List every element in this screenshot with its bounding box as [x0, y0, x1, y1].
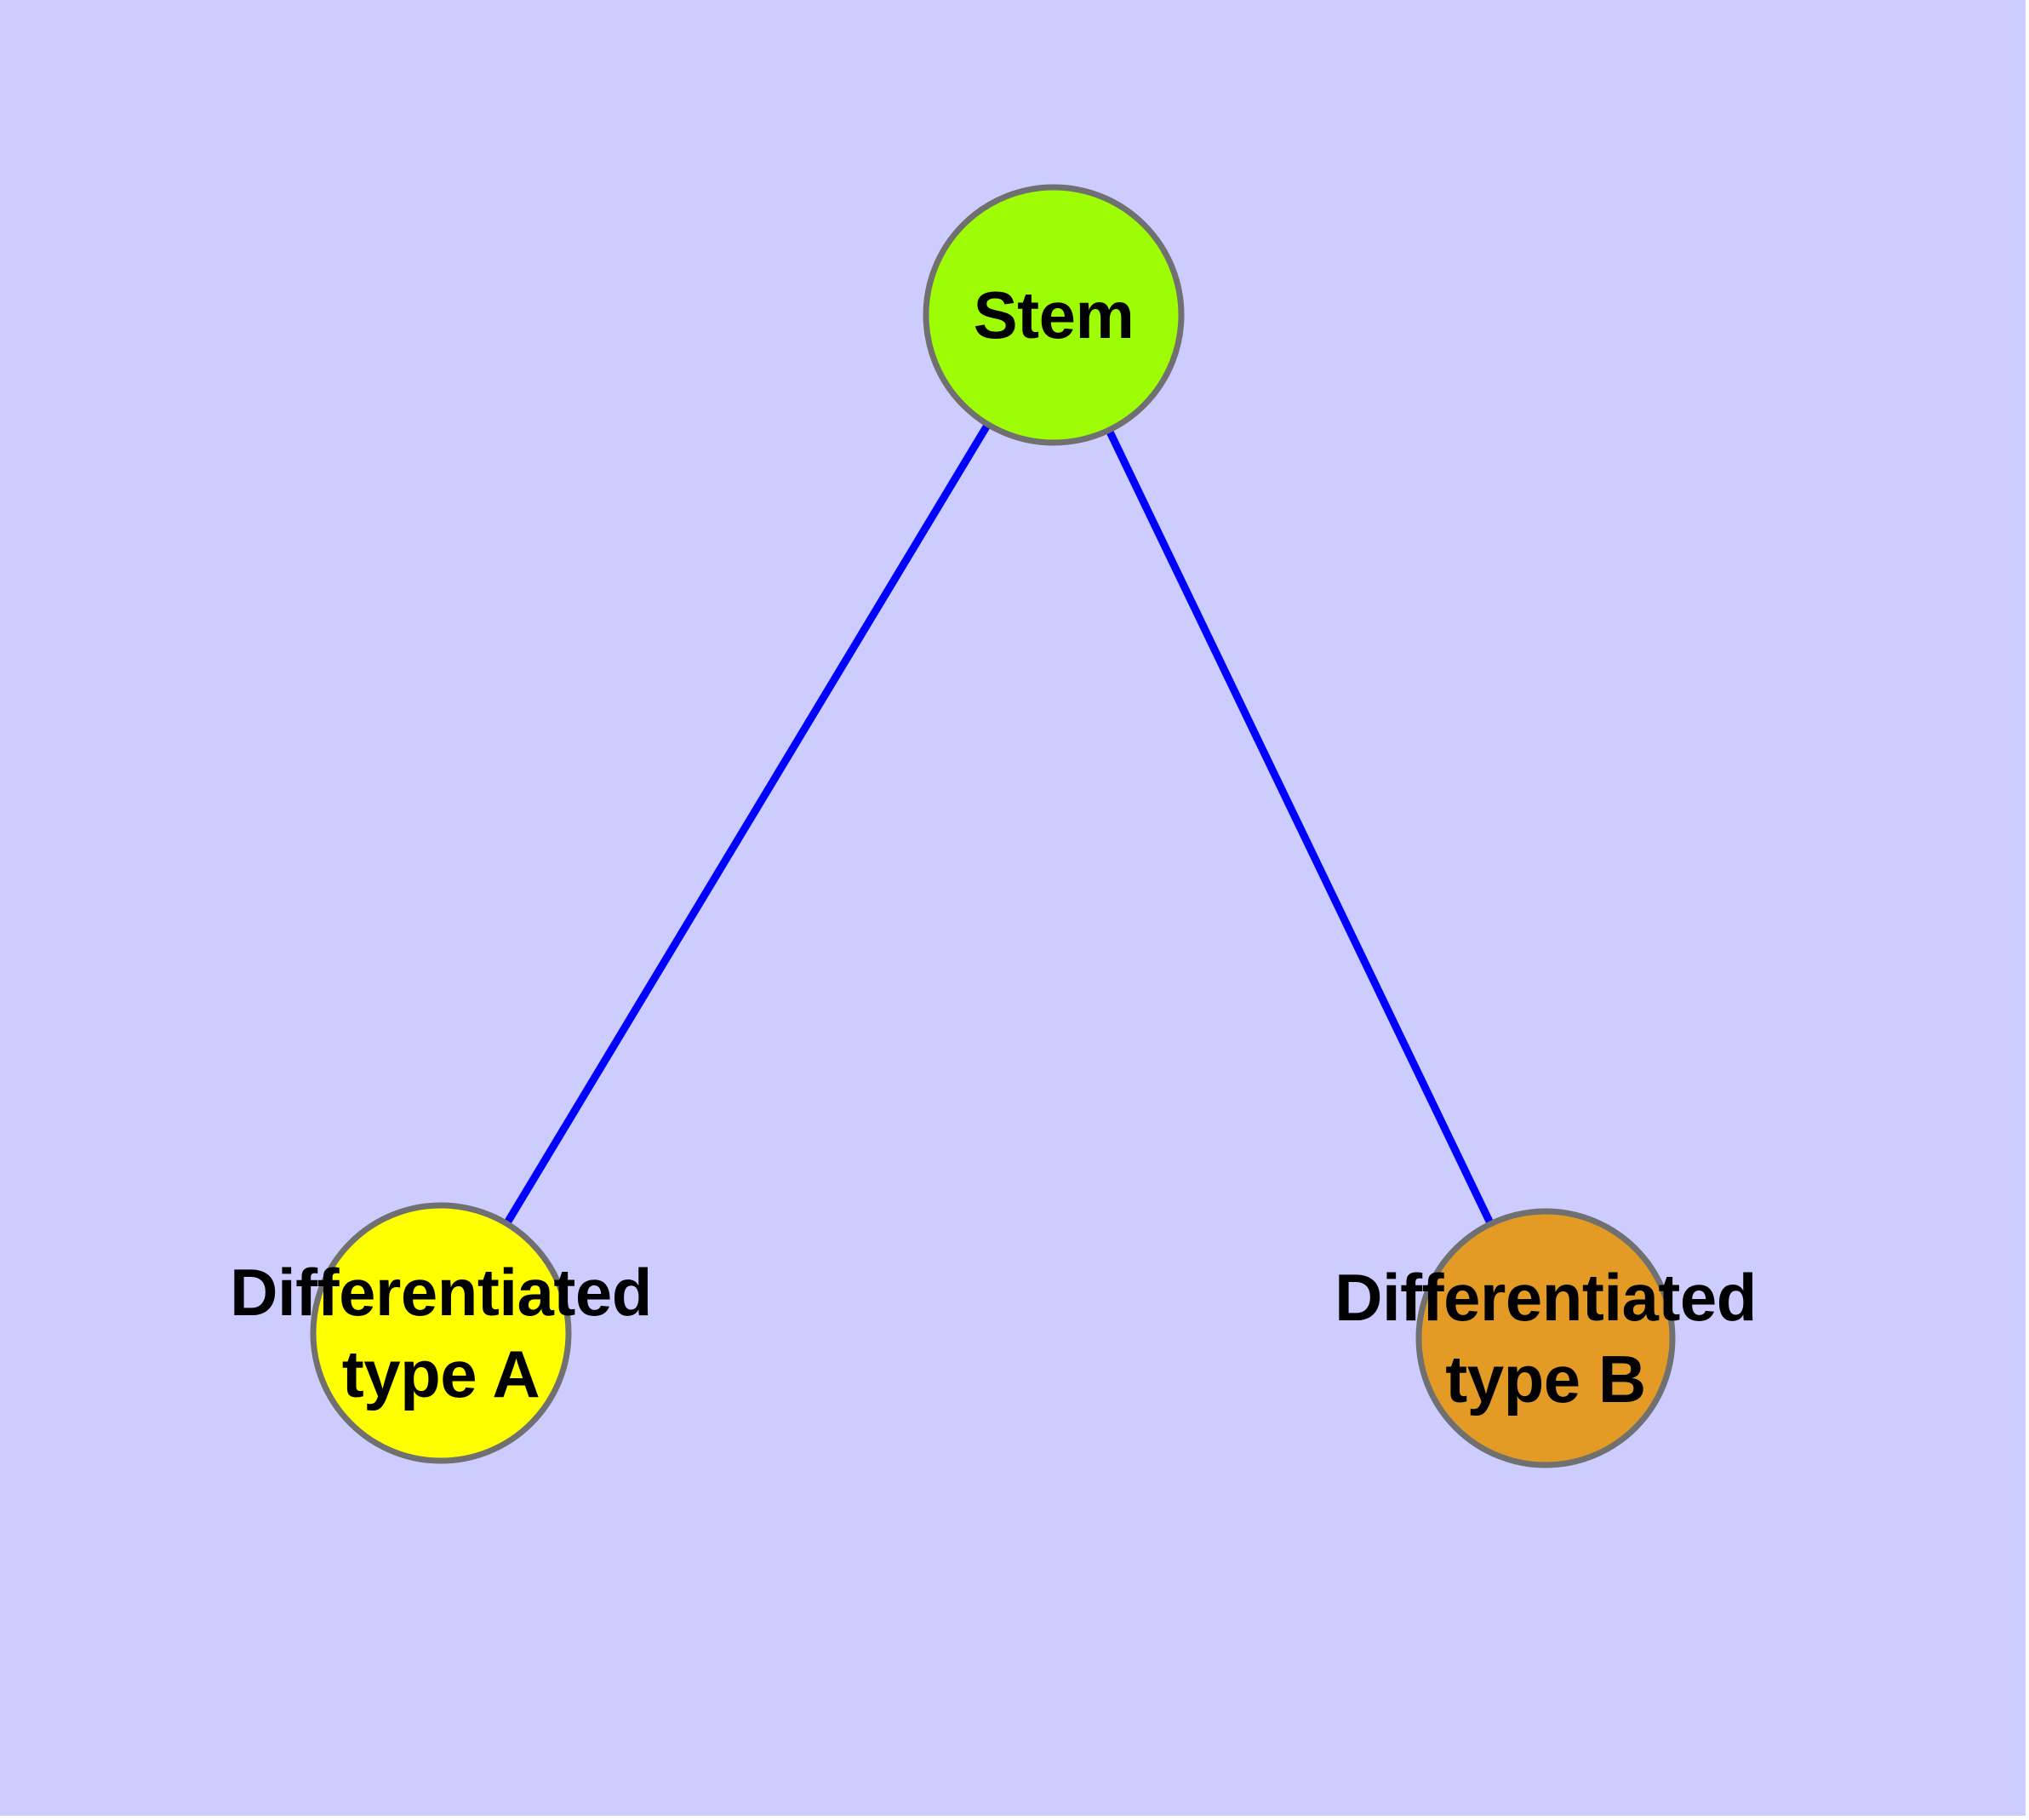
edge-stem-to-differentiated-type-b[interactable] [1105, 428, 1495, 1226]
node-differentiated-type-a[interactable] [310, 1202, 572, 1464]
node-layer [310, 184, 1676, 1468]
node-stem[interactable] [923, 184, 1185, 446]
edge-stem-to-differentiated-type-a[interactable] [503, 422, 992, 1226]
edge-layer [503, 422, 1495, 1226]
node-differentiated-type-b[interactable] [1415, 1208, 1676, 1468]
